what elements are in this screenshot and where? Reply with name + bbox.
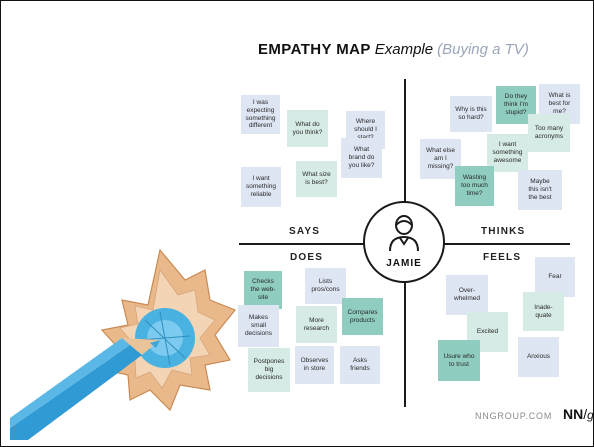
pencil-shavings [100,248,236,412]
does-note: Makes small decisions [238,305,279,347]
thinks-note: Why is this so hard? [450,96,492,132]
thinks-note: What else am I missing? [420,139,461,179]
thinks-note: I want something awesome [487,134,528,172]
thinks-note: Maybe this isn't the best [518,170,562,210]
title-example: Example [374,41,434,58]
title-main: EMPATHY MAP [258,41,371,58]
does-note: Lists pros/cons [305,268,346,304]
person-icon [389,215,419,252]
feels-note: Fear [535,257,575,297]
quadrant-label-says: SAYS [289,226,321,237]
does-note: Checks the web- site [244,271,282,309]
persona-name: JAMIE [386,258,422,269]
does-note: Asks friends [340,346,380,384]
says-note: What size is best? [296,161,337,197]
says-note: What do you think? [287,110,328,147]
feels-note: Inade- quate [523,292,564,331]
does-note: Postpones big decisions [248,348,290,392]
feels-note: Anxious [518,337,559,377]
nng-logo: NN/g [563,406,594,422]
footer-site: NNGROUP.COM [475,411,553,421]
thinks-note: Too many acronyms [528,114,570,152]
says-note: I want something reliable [241,167,281,207]
pencil-body [10,338,160,440]
thinks-note: Wasting too much time? [455,166,494,206]
thinks-note: Do they think I'm stupid? [496,86,536,124]
pencil-illustration [10,248,236,440]
feels-note: Usure who to trust [438,340,480,381]
says-note: I was expecting something different [241,95,280,134]
says-note: What brand do you like? [341,138,382,178]
persona-circle: JAMIE [363,201,445,283]
quadrant-label-does: DOES [290,252,324,263]
does-note: Observes in store [295,346,334,384]
quadrant-label-thinks: THINKS [481,226,526,237]
feels-note: Over- whelmed [446,275,488,315]
does-note: Compares products [342,298,383,335]
quadrant-label-feels: FEELS [483,252,522,263]
does-note: More research [296,306,337,343]
title-subject: (Buying a TV) [437,41,529,58]
